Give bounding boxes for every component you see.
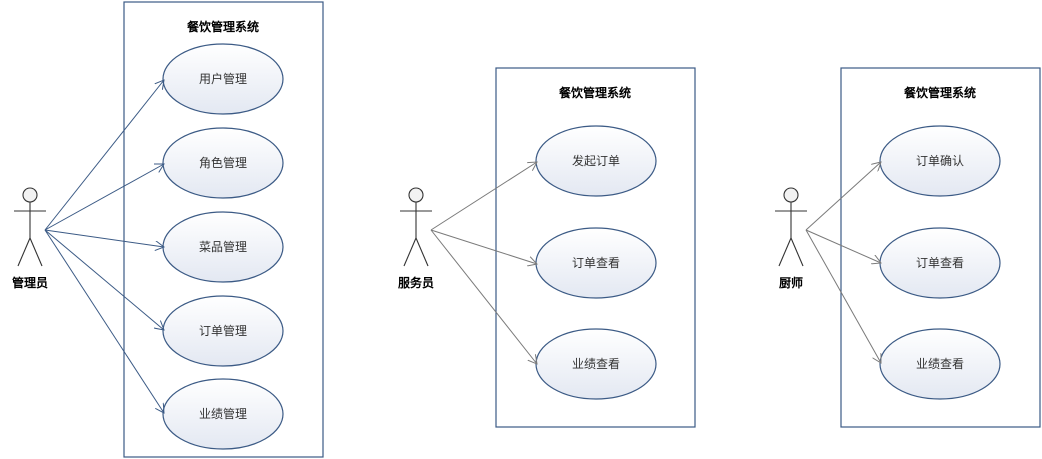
use-case-confirm-order[interactable]: 订单确认 <box>879 125 1001 197</box>
actor-label-chef: 厨师 <box>779 275 803 290</box>
actor-waiter[interactable] <box>400 187 432 267</box>
use-case-role-management[interactable]: 角色管理 <box>162 127 284 199</box>
actor-head-icon <box>408 187 424 203</box>
associations-chef <box>805 162 881 363</box>
actor-label-waiter: 服务员 <box>398 275 434 290</box>
association-line <box>805 162 881 231</box>
use-case-view-performance[interactable]: 业绩查看 <box>535 328 657 400</box>
association-line <box>430 229 537 264</box>
actor-head-icon <box>22 187 38 203</box>
use-case-label: 订单查看 <box>572 256 620 270</box>
associations-admin <box>44 80 164 413</box>
use-case-performance-management[interactable]: 业绩管理 <box>162 378 284 450</box>
use-case-create-order[interactable]: 发起订单 <box>535 125 657 197</box>
association-line <box>805 229 881 363</box>
use-case-label: 发起订单 <box>572 153 620 168</box>
association-line <box>805 229 881 263</box>
association-line <box>44 164 164 231</box>
use-case-label: 订单确认 <box>916 154 964 168</box>
use-case-label: 订单管理 <box>199 323 247 338</box>
association-line <box>44 80 164 231</box>
association-line <box>44 229 164 330</box>
associations-waiter <box>430 162 537 364</box>
use-case-label: 业绩查看 <box>916 357 964 371</box>
system-title-admin: 餐饮管理系统 <box>187 19 259 34</box>
association-line <box>430 162 537 231</box>
group-chef: 餐饮管理系统 订单确认 订单查看 业绩查看 厨师 <box>775 67 1041 428</box>
group-waiter: 餐饮管理系统 发起订单 订单查看 业绩查看 服务员 <box>398 67 696 428</box>
use-case-order-management[interactable]: 订单管理 <box>162 295 284 367</box>
use-case-dish-management[interactable]: 菜品管理 <box>162 211 284 283</box>
system-title-waiter: 餐饮管理系统 <box>559 85 631 100</box>
use-case-label: 角色管理 <box>199 155 247 170</box>
use-case-view-orders[interactable]: 订单查看 <box>535 227 657 299</box>
use-case-label: 菜品管理 <box>199 239 247 254</box>
use-case-user-management[interactable]: 用户管理 <box>162 43 284 115</box>
association-line <box>44 229 164 247</box>
actor-chef[interactable] <box>775 187 807 267</box>
actor-label-admin: 管理员 <box>12 275 48 290</box>
use-case-label: 订单查看 <box>916 256 964 270</box>
actor-head-icon <box>783 187 799 203</box>
actor-admin[interactable] <box>14 187 46 267</box>
association-line <box>430 229 537 364</box>
group-admin: 餐饮管理系统 用户管理 角色管理 菜品管理 订单管理 业绩管理 管理 <box>12 1 324 458</box>
use-case-view-performance[interactable]: 业绩查看 <box>879 328 1001 400</box>
system-title-chef: 餐饮管理系统 <box>904 85 976 100</box>
association-line <box>44 229 164 413</box>
use-case-label: 用户管理 <box>199 71 247 86</box>
use-case-label: 业绩管理 <box>199 406 247 421</box>
use-case-view-orders[interactable]: 订单查看 <box>879 227 1001 299</box>
use-case-label: 业绩查看 <box>572 357 620 371</box>
